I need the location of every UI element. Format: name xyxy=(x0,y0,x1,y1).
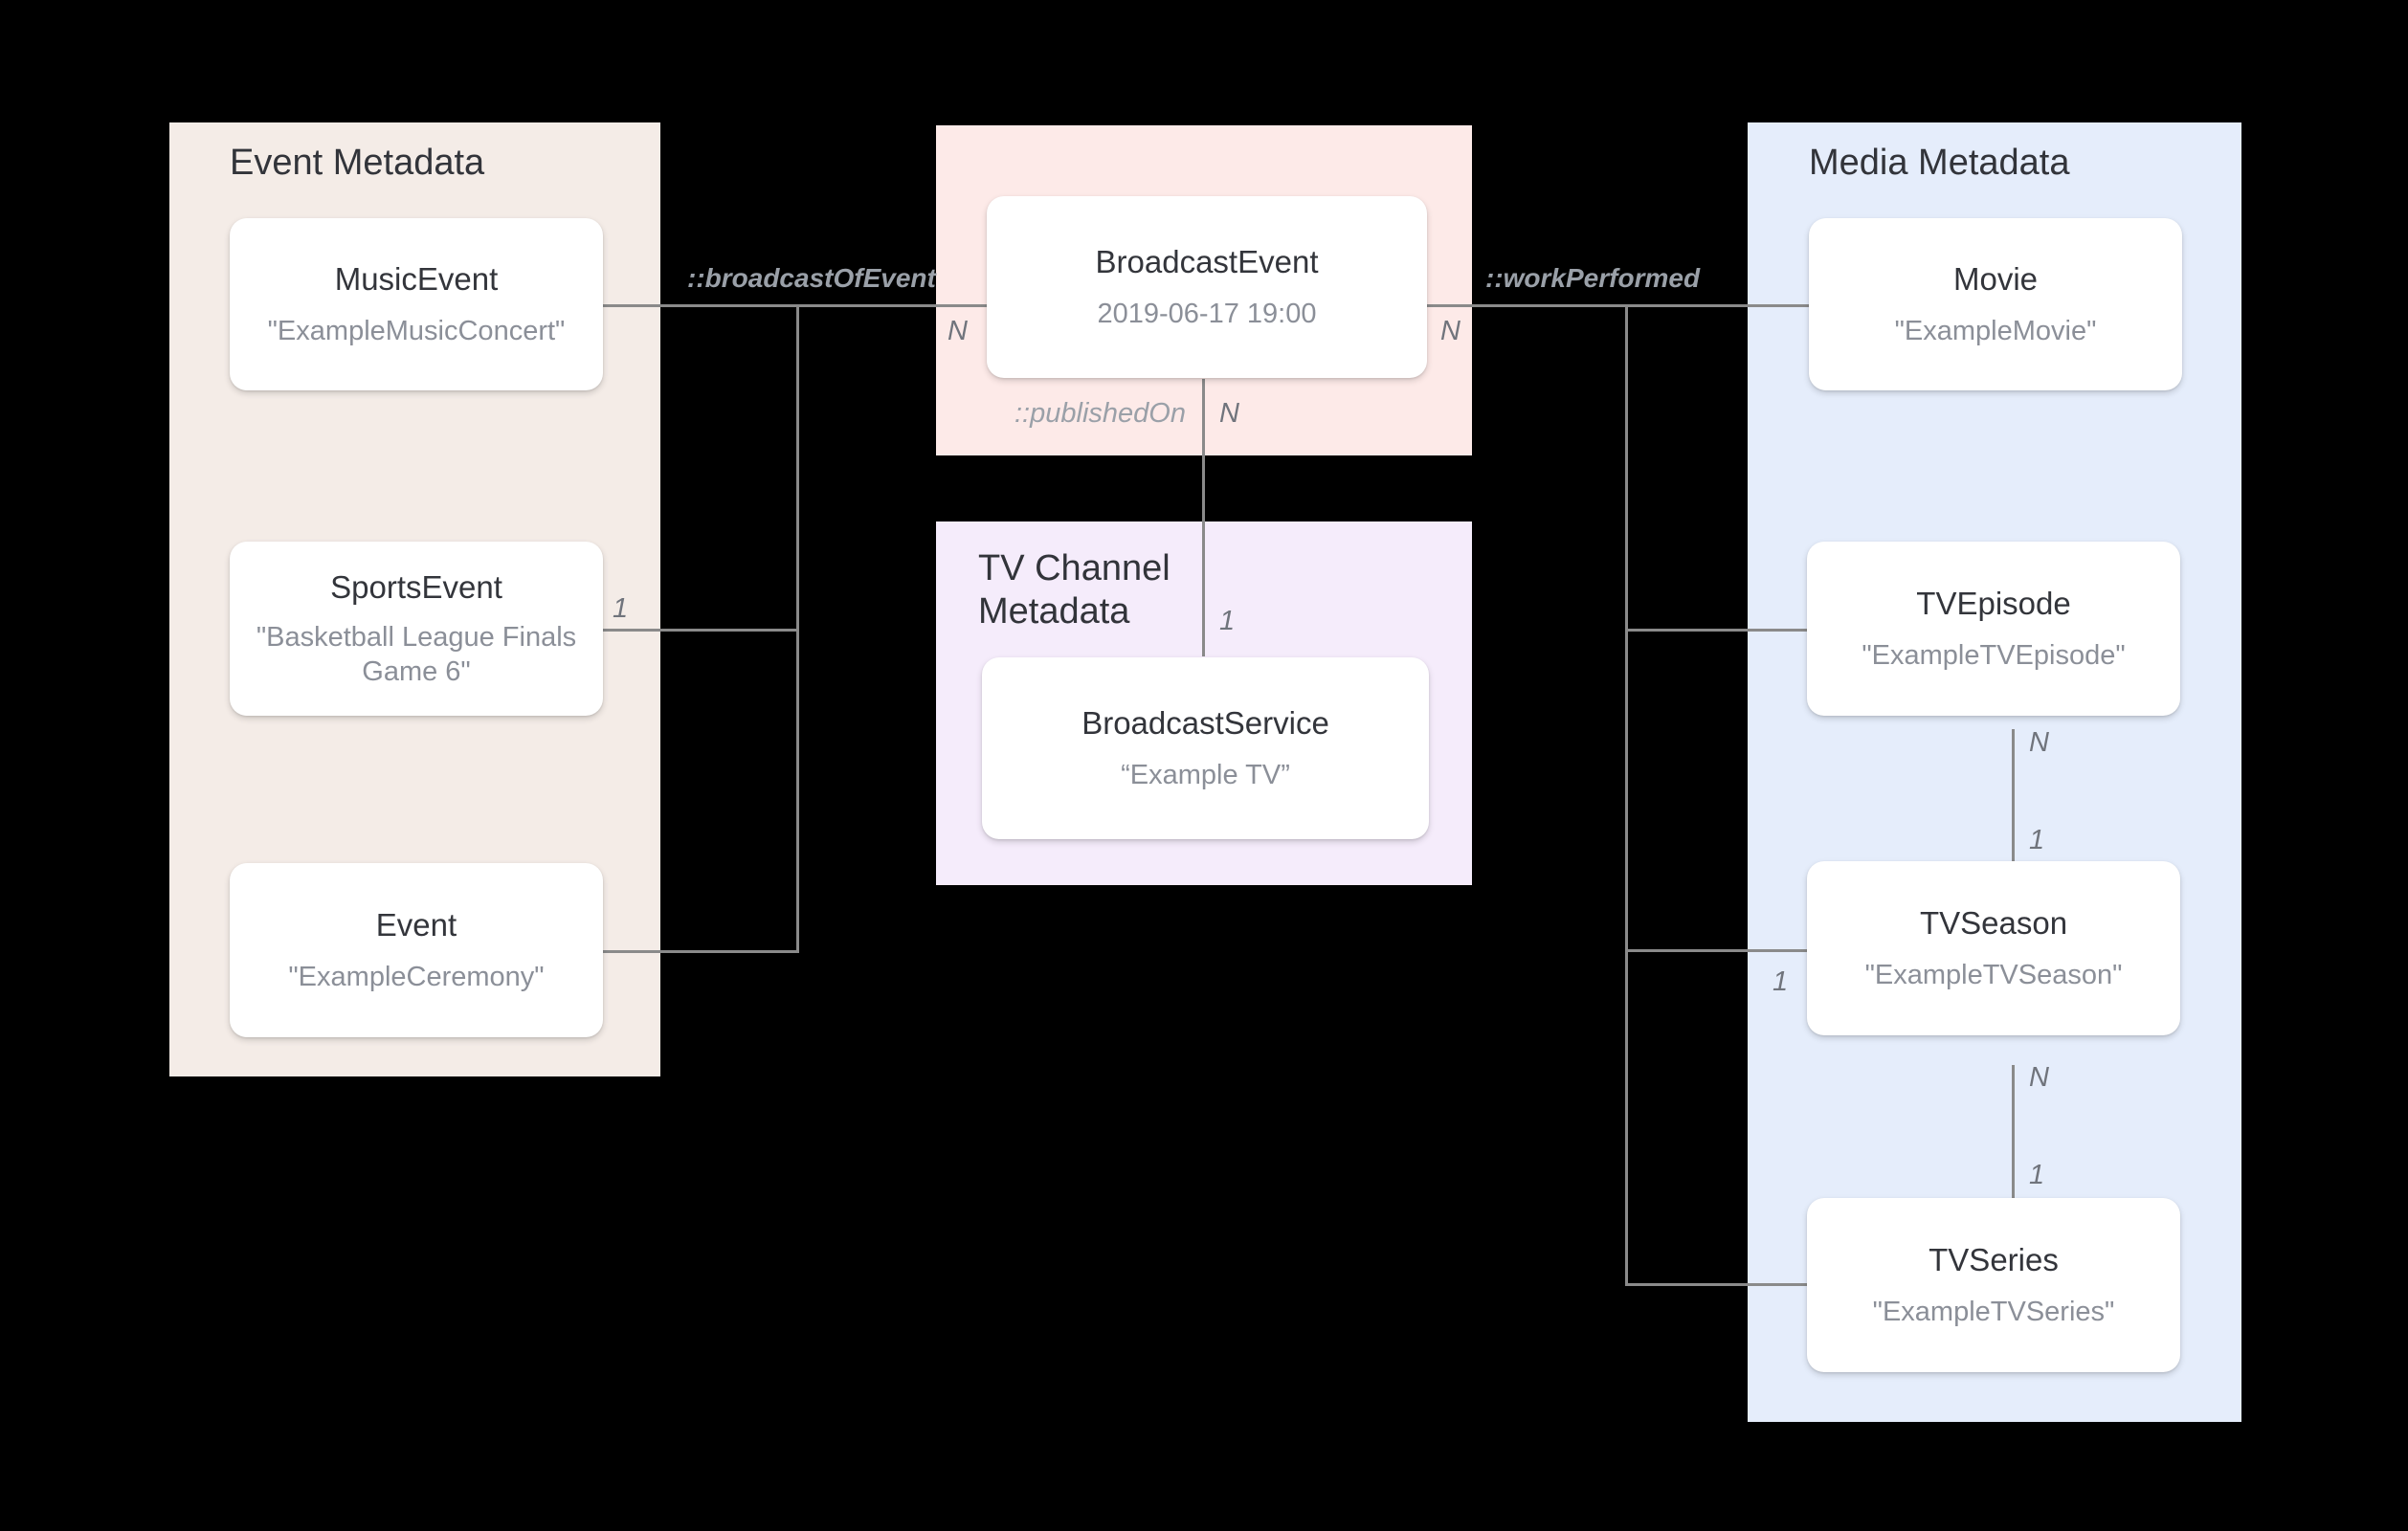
node-tv-series[interactable]: TVSeries "ExampleTVSeries" xyxy=(1807,1198,2180,1372)
node-value-label: "ExampleCeremony" xyxy=(288,961,545,992)
node-type-label: BroadcastEvent xyxy=(1095,244,1319,280)
node-broadcast-service[interactable]: BroadcastService “Example TV” xyxy=(982,657,1429,839)
edge-label-work-performed: ::workPerformed xyxy=(1485,263,1701,293)
node-value-label: "Basketball League Finals Game 6" xyxy=(256,621,577,687)
node-value-label: 2019-06-17 19:00 xyxy=(1097,298,1317,329)
connector-music-event-branch xyxy=(600,304,799,307)
connector-season-to-series xyxy=(2012,1065,2015,1206)
node-type-label: Movie xyxy=(1952,261,2039,298)
node-tv-season[interactable]: TVSeason "ExampleTVSeason" xyxy=(1807,861,2180,1035)
connector-published-on xyxy=(1202,379,1205,656)
node-type-label: SportsEvent xyxy=(330,568,502,605)
cardinality-sports-event-right: 1 xyxy=(613,593,629,624)
connector-work-performed-main xyxy=(1426,304,1628,307)
connector-tv-series-branch xyxy=(1625,1283,1810,1286)
cardinality-broadcast-event-bottom: N xyxy=(1219,398,1239,429)
node-value-label: "ExampleTVSeries" xyxy=(1872,1296,2115,1327)
node-movie[interactable]: Movie "ExampleMovie" xyxy=(1809,218,2182,390)
connector-event-branch xyxy=(600,950,799,953)
cardinality-broadcast-event-left: N xyxy=(948,316,968,346)
cardinality-tv-series-top: 1 xyxy=(2029,1160,2045,1190)
panel-title-tv-channel-metadata: TV Channel Metadata xyxy=(978,548,1171,632)
node-type-label: TVSeries xyxy=(1929,1242,2059,1278)
panel-title-media-metadata: Media Metadata xyxy=(1809,143,2070,183)
connector-broadcast-of-event-main xyxy=(796,304,988,307)
node-type-label: TVSeason xyxy=(1919,905,2068,942)
connector-media-trunk-vertical xyxy=(1625,304,1628,1286)
node-type-label: MusicEvent xyxy=(334,261,499,298)
node-value-label: "ExampleMovie" xyxy=(1894,315,2097,346)
connector-movie-branch xyxy=(1625,304,1810,307)
connector-tv-season-branch xyxy=(1625,949,1810,952)
node-tv-episode[interactable]: TVEpisode "ExampleTVEpisode" xyxy=(1807,542,2180,716)
node-event[interactable]: Event "ExampleCeremony" xyxy=(230,863,603,1037)
edge-label-broadcast-of-event: ::broadcastOfEvent xyxy=(687,263,936,293)
node-type-label: BroadcastService xyxy=(1081,705,1329,742)
node-value-label: "ExampleTVSeason" xyxy=(1864,959,2123,990)
connector-episode-to-season xyxy=(2012,729,2015,894)
cardinality-tv-season-left: 1 xyxy=(1773,966,1789,997)
edge-label-published-on: ::publishedOn xyxy=(1014,398,1186,429)
node-type-label: Event xyxy=(375,907,457,943)
connector-sports-event-branch xyxy=(600,629,799,632)
cardinality-broadcast-event-right: N xyxy=(1440,316,1460,346)
cardinality-tv-season-bottom: N xyxy=(2029,1062,2049,1093)
panel-title-event-metadata: Event Metadata xyxy=(230,143,485,183)
node-value-label: "ExampleMusicConcert" xyxy=(267,315,566,346)
cardinality-broadcast-service-top: 1 xyxy=(1219,606,1236,636)
node-sports-event[interactable]: SportsEvent "Basketball League Finals Ga… xyxy=(230,542,603,716)
cardinality-tv-season-top: 1 xyxy=(2029,825,2045,855)
node-music-event[interactable]: MusicEvent "ExampleMusicConcert" xyxy=(230,218,603,390)
node-broadcast-event[interactable]: BroadcastEvent 2019-06-17 19:00 xyxy=(987,196,1427,378)
node-value-label: "ExampleTVEpisode" xyxy=(1862,639,2126,671)
cardinality-tv-episode-bottom: N xyxy=(2029,727,2049,758)
node-type-label: TVEpisode xyxy=(1916,586,2071,622)
node-value-label: “Example TV” xyxy=(1121,759,1290,790)
connector-tv-episode-branch xyxy=(1625,629,1810,632)
